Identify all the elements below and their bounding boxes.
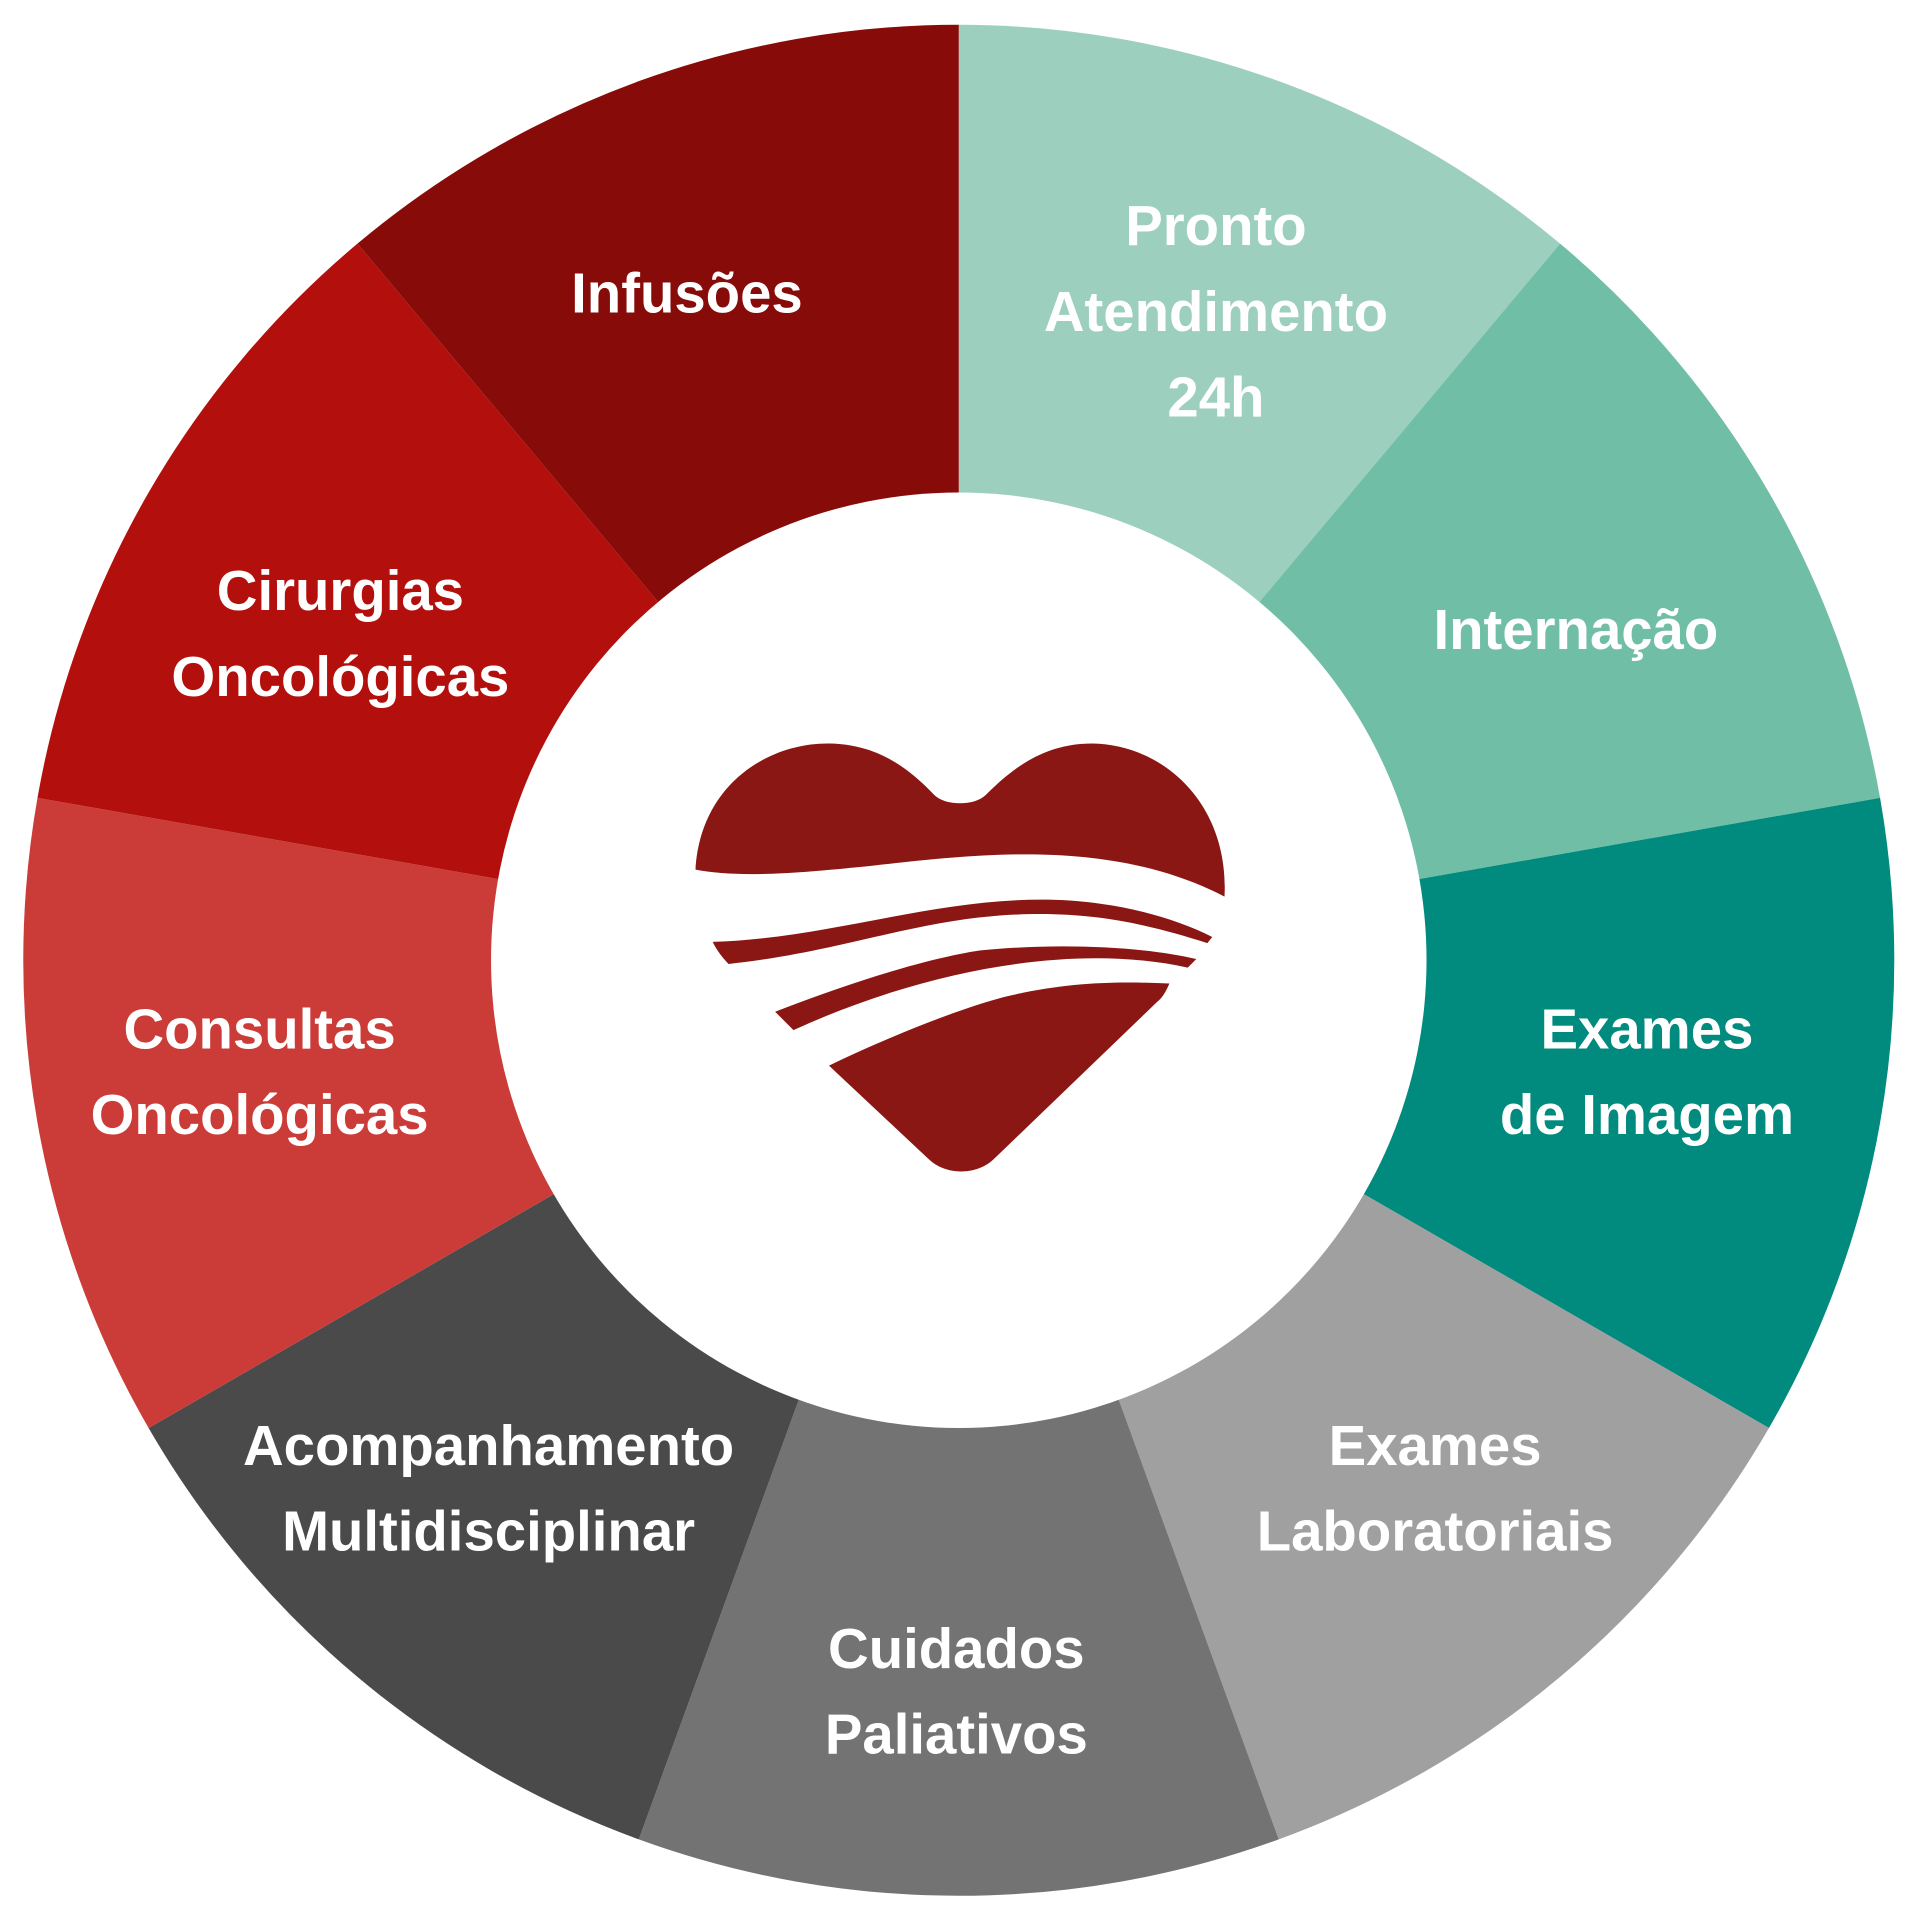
segment-label: Atendimento	[1044, 280, 1388, 343]
segment-label: Laboratoriais	[1257, 1499, 1614, 1562]
segment-label: Cirurgias	[217, 559, 464, 622]
segment-label: Oncológicas	[91, 1083, 429, 1146]
segment-label: Cuidados	[828, 1617, 1085, 1680]
segment-label: Exames	[1540, 997, 1753, 1060]
heart-icon	[695, 743, 1225, 1172]
segment-label: Multidisciplinar	[282, 1499, 695, 1562]
segment-label: Acompanhamento	[243, 1414, 734, 1477]
segment-label: 24h	[1167, 366, 1264, 429]
segment-label: Internação	[1434, 598, 1719, 661]
segment-label: Exames	[1329, 1414, 1542, 1477]
segment-label: de Imagem	[1500, 1083, 1794, 1146]
segment-label: Oncológicas	[171, 645, 509, 708]
segment-label: Pronto	[1125, 194, 1306, 257]
segment-label: Infusões	[571, 262, 803, 325]
segment-label: Paliativos	[825, 1703, 1088, 1766]
segment-label: Consultas	[123, 997, 395, 1060]
